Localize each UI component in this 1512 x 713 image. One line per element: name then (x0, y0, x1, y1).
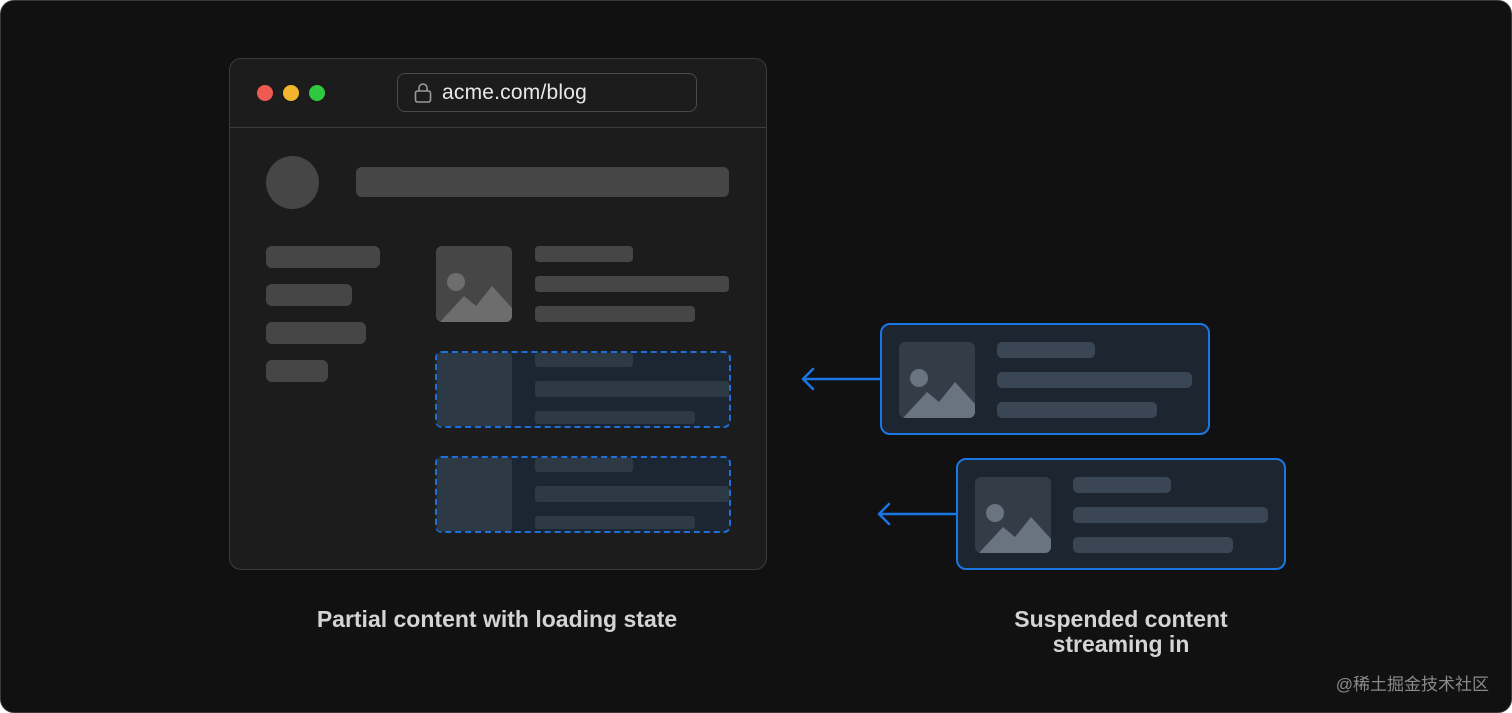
image-placeholder-icon (979, 504, 1051, 553)
post-title-skeleton (535, 246, 633, 262)
close-dot (257, 85, 273, 101)
image-placeholder-icon (903, 369, 975, 418)
card-line-skeleton (997, 402, 1157, 418)
loading-slot (435, 351, 731, 428)
slot-thumb-placeholder (437, 458, 512, 531)
card-thumbnail (899, 342, 975, 418)
right-caption: Suspended content streaming in (921, 607, 1321, 657)
post-line-skeleton (535, 276, 729, 292)
slot-line-placeholder (535, 411, 695, 424)
slot-line-placeholder (535, 381, 729, 397)
header-skeleton-bar (356, 167, 729, 197)
loading-slot (435, 456, 731, 533)
url-text: acme.com/blog (442, 81, 587, 104)
right-caption-line1: Suspended content (1014, 606, 1228, 632)
slot-line-placeholder (535, 458, 633, 472)
maximize-dot (309, 85, 325, 101)
sidebar-skeleton-item (266, 284, 352, 306)
browser-titlebar: acme.com/blog (230, 59, 766, 128)
card-line-skeleton (1073, 537, 1233, 553)
card-title-skeleton (997, 342, 1095, 358)
arrow-left-icon (801, 367, 883, 391)
slot-line-placeholder (535, 486, 729, 502)
sidebar-skeleton-item (266, 360, 328, 382)
arrow-left-icon (877, 502, 959, 526)
right-caption-line2: streaming in (1052, 631, 1190, 657)
card-line-skeleton (997, 372, 1192, 388)
left-caption: Partial content with loading state (316, 606, 678, 632)
sidebar-skeleton-item (266, 246, 380, 268)
browser-window: acme.com/blog (229, 58, 767, 570)
avatar-skeleton (266, 156, 319, 209)
slot-line-placeholder (535, 353, 633, 367)
post-thumbnail (436, 246, 512, 322)
minimize-dot (283, 85, 299, 101)
slot-thumb-placeholder (437, 353, 512, 426)
post-line-skeleton (535, 306, 695, 322)
sidebar-skeleton-item (266, 322, 366, 344)
card-thumbnail (975, 477, 1051, 553)
lock-icon (414, 83, 432, 103)
watermark: @稀土掘金技术社区 (1335, 675, 1489, 694)
image-placeholder-icon (440, 273, 512, 322)
streamed-content-card (880, 323, 1210, 435)
url-bar: acme.com/blog (397, 73, 697, 112)
card-title-skeleton (1073, 477, 1171, 493)
slot-line-placeholder (535, 516, 695, 529)
card-line-skeleton (1073, 507, 1268, 523)
streamed-content-card (956, 458, 1286, 570)
